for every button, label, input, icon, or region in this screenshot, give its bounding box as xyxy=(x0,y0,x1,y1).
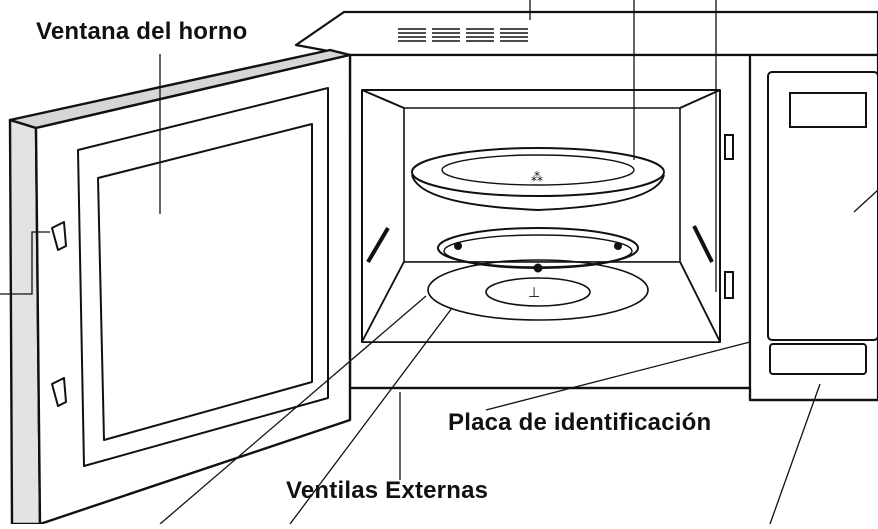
top-vents xyxy=(398,29,528,41)
tray-hub-symbol: ⁂ xyxy=(531,170,543,184)
leader-plate xyxy=(486,342,750,410)
vent-slot-group-4 xyxy=(500,29,528,41)
glass-turntable-tray: ⁂ xyxy=(412,148,664,210)
oven-door xyxy=(10,50,350,524)
control-panel xyxy=(768,72,878,374)
left-runner xyxy=(368,228,388,262)
leader-release xyxy=(770,384,820,524)
label-external-vents: Ventilas Externas xyxy=(286,477,489,504)
door-latch-hooks xyxy=(52,222,66,406)
latch-holes xyxy=(725,135,733,298)
vent-slot-group-1 xyxy=(398,29,426,41)
label-oven-window: Ventana del horno xyxy=(36,18,248,45)
vent-slot-group-3 xyxy=(466,29,494,41)
control-panel-face xyxy=(768,72,878,340)
leader-floor xyxy=(290,308,452,524)
roller-ring xyxy=(438,228,638,272)
cabinet-top xyxy=(296,12,878,55)
leader-panel xyxy=(854,190,878,212)
door-release-button xyxy=(770,344,866,374)
vent-slot-group-2 xyxy=(432,29,460,41)
door-window-glass xyxy=(98,124,312,440)
right-runner xyxy=(694,226,712,262)
label-identification-plate: Placa de identificación xyxy=(448,409,712,436)
coupler-symbol: ⊥ xyxy=(528,285,540,301)
leader-ring xyxy=(160,296,426,524)
leader-door-hooks xyxy=(0,232,50,294)
display-window xyxy=(790,93,866,127)
floor-recess: ⊥ xyxy=(428,260,648,320)
